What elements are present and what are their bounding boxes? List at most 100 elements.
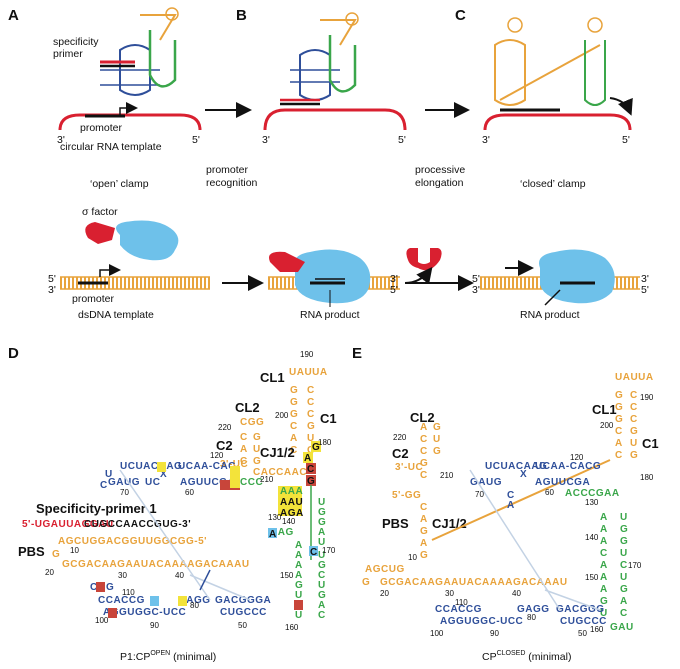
template-3-end-b: 3' (262, 134, 270, 146)
svg-text:G: G (420, 550, 428, 561)
svg-text:UAUUA: UAUUA (615, 372, 654, 383)
svg-text:CUGCCC: CUGCCC (560, 616, 607, 627)
template-label: circular RNA template (60, 141, 162, 153)
svg-text:AAA: AAA (280, 486, 303, 497)
panel-a-schematic: specificity primer 3' 5' promoter circul… (53, 7, 202, 190)
svg-text:CUGCCC: CUGCCC (220, 607, 267, 618)
num-40-e: 40 (512, 589, 521, 598)
panel-label-d: D (8, 345, 19, 362)
svg-text:C: C (420, 434, 428, 445)
orange-connector-e (431, 459, 611, 541)
svg-text:CAG: CAG (270, 527, 294, 538)
svg-text:C: C (290, 421, 298, 432)
green-domain-d: AAA AAU AGA CAG A AAA AGU CU UGG AUU GCU… (268, 486, 326, 621)
svg-text:X: X (520, 469, 527, 480)
num-200-e: 200 (600, 421, 614, 430)
num-190-d: 190 (300, 350, 314, 359)
cl2-stem-e: ACC GC GUG CL2 C2 3'-UC 5'-GG PBS CJ1/2 … (382, 410, 467, 561)
panel-b-schematic: 3' 5' (262, 12, 407, 146)
svg-text:A: A (290, 433, 298, 444)
num-210-e: 210 (440, 471, 454, 480)
complex1-3-end-right: 3' (390, 273, 398, 285)
cl1-stem-e: UAUUA GGG CAC CCC GUG CL1 C1 (592, 372, 659, 461)
svg-text:GAU: GAU (610, 622, 634, 633)
rna-product-label-1: RNA product (300, 309, 360, 321)
num-30-d: 30 (118, 571, 127, 580)
svg-text:C: C (290, 445, 298, 456)
num-10-e: 10 (408, 553, 417, 562)
svg-text:AGUUCGA: AGUUCGA (180, 477, 235, 488)
blue-domain-top-d: UCUACAAG U C GAUG UC UCAA-CAC AGUUCGA X … (100, 461, 263, 491)
c2-label-e: C2 (392, 446, 409, 461)
sigma-release (404, 248, 474, 291)
template-5-end-b: 5' (398, 134, 406, 146)
panel-e-numbers: 190 200 180 220 210 120 60 70 130 140 17… (380, 393, 654, 638)
svg-text:A: A (507, 500, 515, 511)
svg-text:G: G (295, 580, 303, 591)
svg-text:U: U (600, 608, 608, 619)
svg-text:C: C (620, 560, 628, 571)
svg-text:G: G (362, 577, 370, 588)
num-120-d: 120 (210, 451, 224, 460)
svg-text:A: A (295, 550, 303, 561)
num-160-d: 160 (285, 623, 299, 632)
cl2-label-e: CL2 (410, 410, 435, 425)
svg-text:G: G (253, 432, 261, 443)
svg-text:G: G (615, 414, 623, 425)
open-clamp-label: ‘open’ clamp (90, 178, 149, 190)
complex2-5-end-right: 5' (641, 284, 649, 296)
svg-text:C: C (318, 570, 326, 581)
panel-label-b: B (236, 7, 247, 24)
dsdna-3-end-left: 3' (48, 284, 56, 296)
bottom-e: AGCUG G GCGACAAGAAUACAAAAGACAAAU CCACCG … (362, 469, 607, 627)
num-170-e: 170 (628, 561, 642, 570)
svg-text:5'-GG: 5'-GG (392, 490, 421, 501)
svg-text:G: G (307, 445, 315, 456)
svg-text:3'-UC: 3'-UC (395, 462, 423, 473)
svg-text:GAUG: GAUG (470, 477, 502, 488)
cl1-label-d: CL1 (260, 370, 285, 385)
bottom-seq-e: GCGACAAGAAUACAAAAGACAAAU (380, 577, 568, 588)
svg-text:A: A (269, 529, 277, 540)
num-40-d: 40 (175, 571, 184, 580)
num-20-d: 20 (45, 568, 54, 577)
svg-text:A: A (600, 572, 608, 583)
num-110-d: 110 (122, 588, 135, 597)
svg-text:U: U (620, 572, 628, 583)
svg-text:U: U (318, 497, 326, 508)
svg-text:AGGUGGC-UCC: AGGUGGC-UCC (103, 607, 186, 618)
svg-text:A: A (420, 422, 428, 433)
cl1-stem-d: UAUUA GGG CAC CCC GUG CL1 C1 (260, 367, 337, 456)
specificity-primer-label-1: specificity (53, 36, 99, 48)
svg-text:G: G (420, 526, 428, 537)
dsdna-ladder (60, 277, 210, 289)
svg-text:G: G (615, 390, 623, 401)
num-170-d: 170 (322, 546, 336, 555)
num-120-e: 120 (570, 453, 584, 462)
svg-text:GAGG: GAGG (178, 595, 211, 606)
panel-label-e: E (352, 345, 362, 362)
svg-text:G: G (52, 549, 60, 560)
svg-text:C: C (307, 385, 315, 396)
panel-d-numbers: 190 200 180 220 210 120 60 70 130 140 17… (45, 350, 336, 632)
svg-text:C: C (307, 464, 315, 475)
promoter-label-a: promoter (80, 122, 123, 134)
svg-text:A: A (240, 444, 248, 455)
num-50-e: 50 (578, 629, 587, 638)
svg-text:AGA: AGA (280, 508, 304, 519)
num-180-d: 180 (318, 438, 332, 447)
svg-text:C: C (240, 432, 248, 443)
num-130-d: 130 (268, 513, 282, 522)
polymerase-core-shape (116, 220, 179, 261)
sigma-factor-label: σ factor (82, 206, 118, 218)
processive-elongation-label-1: processive (415, 164, 465, 176)
svg-text:G: G (420, 458, 428, 469)
sigma-factor-group: σ factor (82, 206, 179, 261)
svg-text:G: G (290, 409, 298, 420)
blue-domain-top-e: UCUACAAG GAUG X UCAA-CACG AGUUCGA ACCCGA… (470, 461, 619, 511)
svg-text:A: A (420, 514, 428, 525)
num-50-d: 50 (238, 621, 247, 630)
panel-e-structure: UAUUA GGG CAC CCC GUG CL1 C1 ACC GC GUG … (362, 372, 659, 663)
dsdna-5-end-left: 5' (48, 273, 56, 285)
